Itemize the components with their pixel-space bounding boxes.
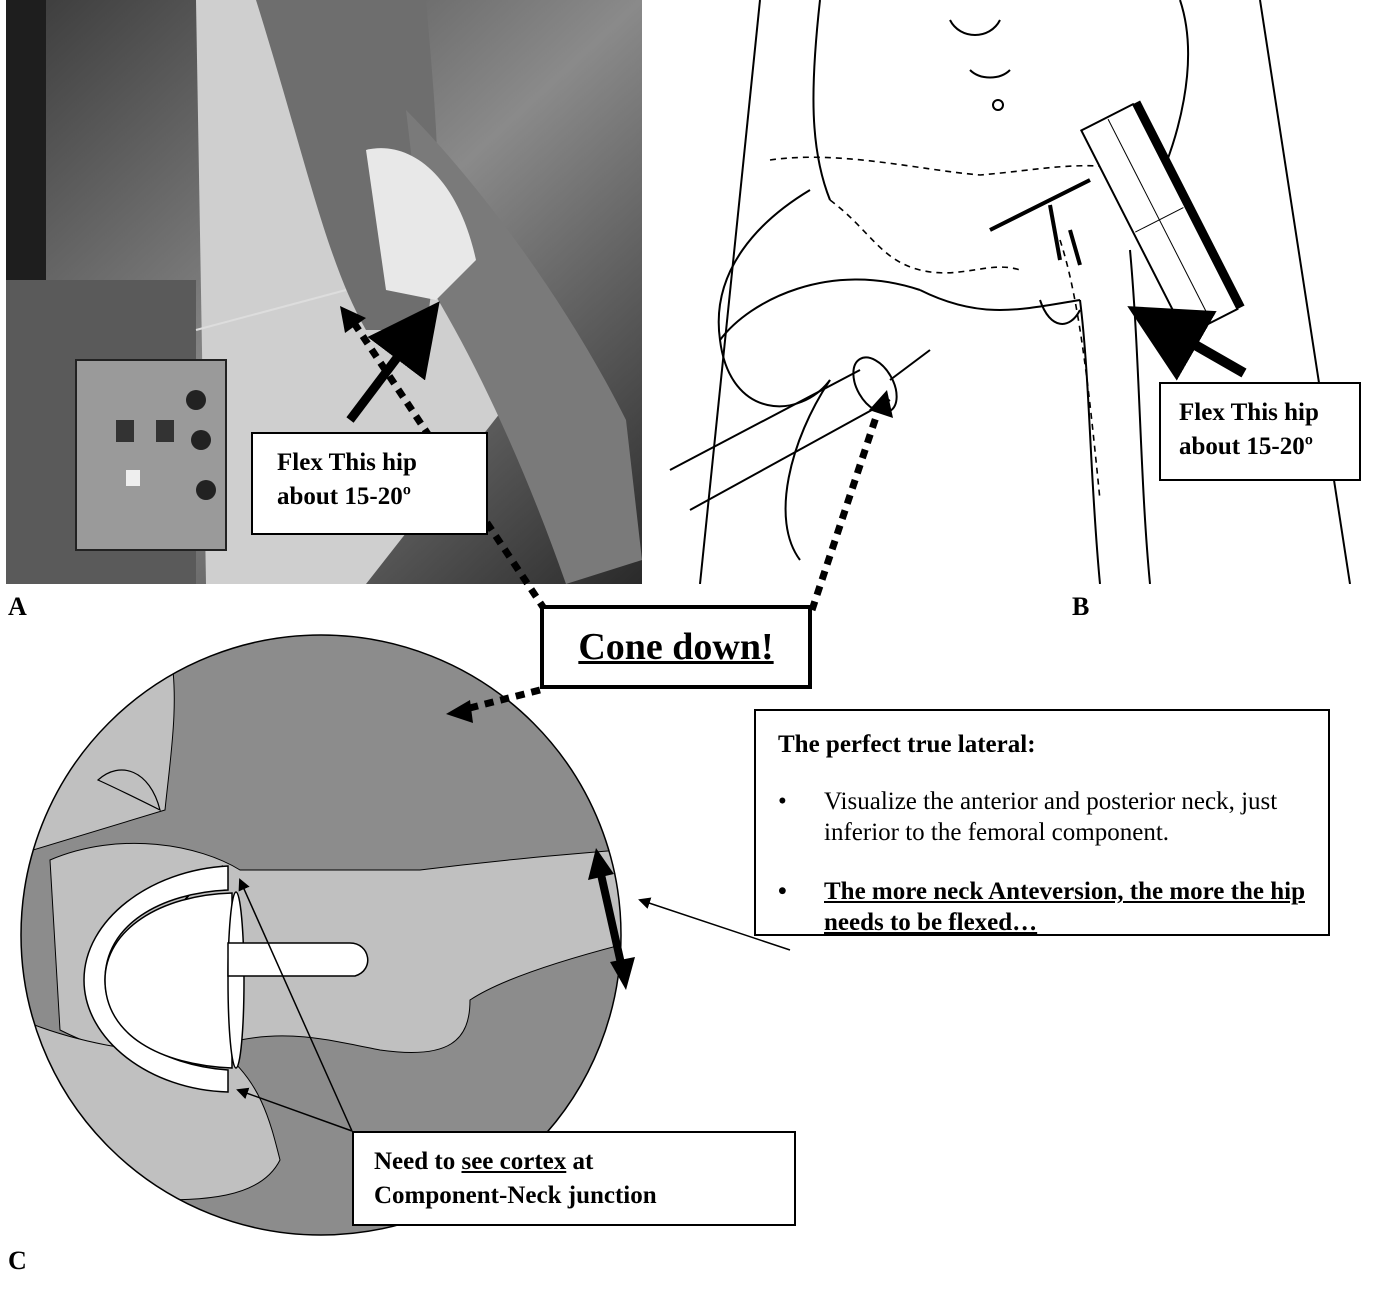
info-bullet-1-text: Visualize the anterior and posterior nec…	[824, 788, 1277, 846]
bullet-icon: •	[778, 876, 787, 907]
panel-b-drawing	[660, 0, 1396, 584]
panel-label-b: B	[1072, 592, 1089, 622]
panel-label-a: A	[8, 592, 27, 622]
callout-flex-hip-b: Flex This hip about 15-20º	[1159, 382, 1361, 481]
true-lateral-info-box: The perfect true lateral: • Visualize th…	[754, 709, 1330, 936]
callout-a-line1: Flex This hip	[277, 446, 486, 480]
cone-down-box: Cone down!	[540, 605, 812, 689]
cortex-suffix: at	[566, 1148, 593, 1175]
cortex-callout-box: Need to see cortex at Component-Neck jun…	[352, 1131, 796, 1226]
panel-label-c: C	[8, 1246, 27, 1276]
callout-b-line2: about 15-20º	[1179, 430, 1359, 464]
info-bullet-2: • The more neck Anteversion, the more th…	[778, 876, 1328, 938]
callout-a-line2: about 15-20º	[277, 480, 486, 514]
cortex-emphasis: see cortex	[461, 1148, 566, 1175]
cortex-prefix: Need to	[374, 1148, 461, 1175]
callout-flex-hip-a: Flex This hip about 15-20º	[251, 432, 488, 535]
info-bullet-2-text: The more neck Anteversion, the more the …	[824, 878, 1305, 936]
callout-b-line1: Flex This hip	[1179, 396, 1359, 430]
bullet-icon: •	[778, 786, 787, 817]
cortex-line1: Need to see cortex at	[374, 1145, 794, 1179]
cone-down-label: Cone down!	[578, 626, 773, 668]
info-bullet-1: • Visualize the anterior and posterior n…	[778, 786, 1328, 848]
cortex-line2: Component-Neck junction	[374, 1179, 794, 1213]
info-title: The perfect true lateral:	[778, 729, 1328, 760]
